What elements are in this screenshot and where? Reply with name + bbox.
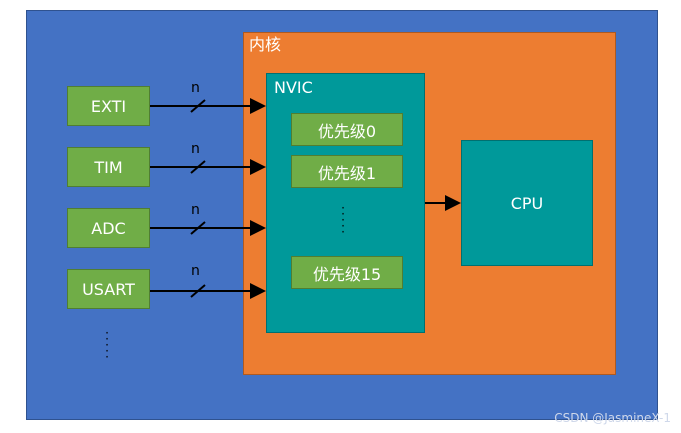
priority-ellipsis: ····· bbox=[341, 201, 345, 239]
bus-slash-tim bbox=[190, 160, 206, 174]
watermark: CSDN @JasmineX-1 bbox=[554, 411, 671, 425]
priority-1-box: 优先级1 bbox=[291, 155, 403, 188]
source-exti: EXTI bbox=[67, 86, 150, 126]
source-usart: USART bbox=[67, 269, 150, 309]
nvic-label: NVIC bbox=[274, 78, 313, 97]
sources-ellipsis: ····· bbox=[105, 326, 109, 364]
source-tim: TIM bbox=[67, 147, 150, 187]
bus-slash-usart bbox=[190, 284, 206, 298]
source-adc: ADC bbox=[67, 208, 150, 248]
bus-width-adc: n bbox=[191, 202, 200, 218]
priority-0-box: 优先级0 bbox=[291, 113, 403, 146]
bus-width-tim: n bbox=[191, 141, 200, 157]
priority-15-box: 优先级15 bbox=[291, 256, 403, 289]
bus-slash-adc bbox=[190, 221, 206, 235]
bus-width-exti: n bbox=[191, 80, 200, 96]
core-label: 内核 bbox=[249, 35, 282, 54]
bus-slash-exti bbox=[190, 99, 206, 113]
cpu-block: CPU bbox=[461, 140, 593, 266]
bus-width-usart: n bbox=[191, 263, 200, 279]
